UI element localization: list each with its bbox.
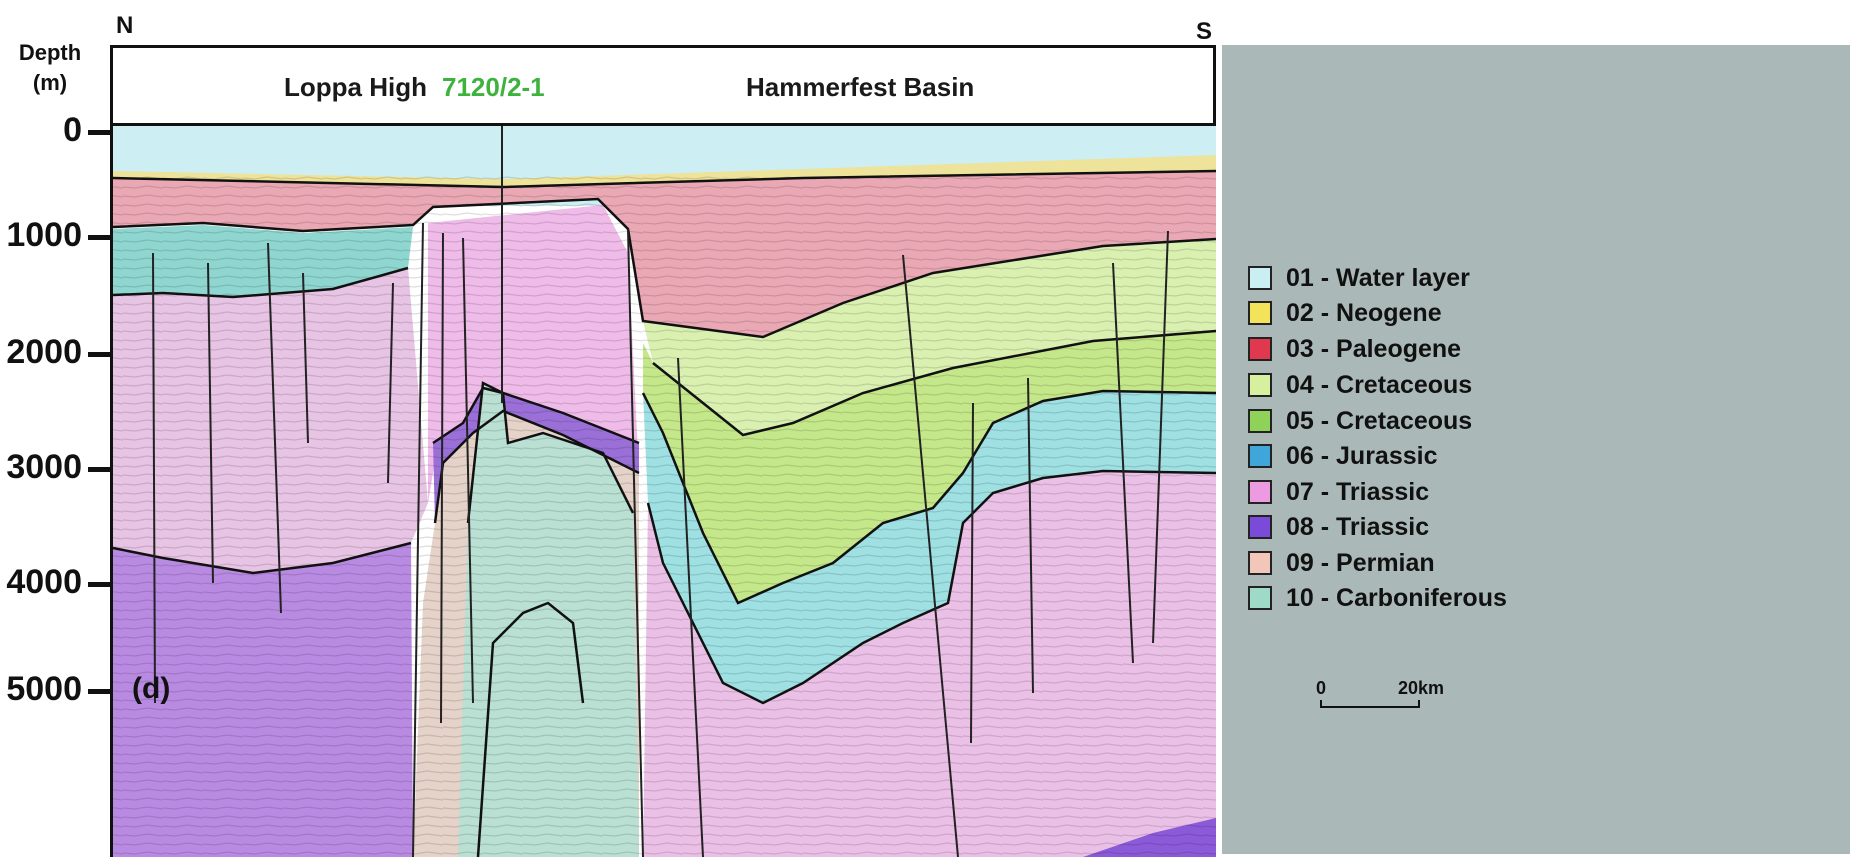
- legend-swatch: [1248, 266, 1272, 290]
- depth-tick-mark: [88, 467, 110, 472]
- depth-tick-label: 3000: [2, 448, 82, 487]
- legend-label: 01 - Water layer: [1286, 264, 1470, 293]
- legend-swatch: [1248, 586, 1272, 610]
- legend-swatch: [1248, 515, 1272, 539]
- hammerfest-basin-label: Hammerfest Basin: [746, 72, 974, 103]
- depth-tick-mark: [88, 235, 110, 240]
- depth-tick-mark: [88, 689, 110, 694]
- north-label: N: [116, 12, 133, 40]
- legend-label: 02 - Neogene: [1286, 299, 1442, 328]
- legend-item: 07 - Triassic: [1248, 477, 1429, 507]
- well-label: 7120/2-1: [442, 72, 545, 103]
- legend-item: 08 - Triassic: [1248, 512, 1429, 542]
- legend-label: 07 - Triassic: [1286, 478, 1429, 507]
- legend-label: 10 - Carboniferous: [1286, 584, 1507, 613]
- depth-axis-title-line2: (m): [10, 68, 90, 98]
- legend-label: 06 - Jurassic: [1286, 442, 1438, 471]
- legend-label: 08 - Triassic: [1286, 513, 1429, 542]
- legend-label: 09 - Permian: [1286, 549, 1435, 578]
- scale-bar: [1320, 700, 1420, 708]
- legend-label: 05 - Cretaceous: [1286, 407, 1472, 436]
- legend-swatch: [1248, 444, 1272, 468]
- legend-label: 03 - Paleogene: [1286, 335, 1461, 364]
- legend-item: 02 - Neogene: [1248, 298, 1442, 328]
- depth-tick-label: 5000: [2, 670, 82, 709]
- legend-swatch: [1248, 409, 1272, 433]
- depth-tick-label: 2000: [2, 333, 82, 372]
- legend-item: 10 - Carboniferous: [1248, 583, 1507, 613]
- loppa-high-label: Loppa High: [284, 72, 427, 103]
- depth-tick-mark: [88, 130, 110, 135]
- depth-tick-mark: [88, 352, 110, 357]
- depth-axis-title: Depth (m): [10, 38, 90, 98]
- strata: [113, 126, 1216, 857]
- legend-label: 04 - Cretaceous: [1286, 371, 1472, 400]
- legend-item: 04 - Cretaceous: [1248, 370, 1472, 400]
- section-header: [110, 45, 1216, 129]
- depth-tick-label: 4000: [2, 563, 82, 602]
- legend-swatch: [1248, 337, 1272, 361]
- legend-swatch: [1248, 480, 1272, 504]
- legend-item: 01 - Water layer: [1248, 263, 1470, 293]
- scale-bar-end: 20km: [1398, 678, 1444, 699]
- cross-section-svg: [113, 126, 1216, 857]
- panel-tag: (d): [132, 672, 170, 706]
- scale-bar-start: 0: [1316, 678, 1326, 699]
- depth-tick-label: 1000: [2, 216, 82, 255]
- south-label: S: [1196, 18, 1212, 46]
- legend-item: 09 - Permian: [1248, 548, 1435, 578]
- depth-tick-mark: [88, 582, 110, 587]
- legend-item: 05 - Cretaceous: [1248, 406, 1472, 436]
- legend-swatch: [1248, 551, 1272, 575]
- geological-cross-section: [110, 123, 1216, 857]
- legend-swatch: [1248, 301, 1272, 325]
- depth-axis-title-line1: Depth: [10, 38, 90, 68]
- legend-item: 03 - Paleogene: [1248, 334, 1461, 364]
- legend-item: 06 - Jurassic: [1248, 441, 1438, 471]
- depth-tick-label: 0: [2, 111, 82, 150]
- legend-swatch: [1248, 373, 1272, 397]
